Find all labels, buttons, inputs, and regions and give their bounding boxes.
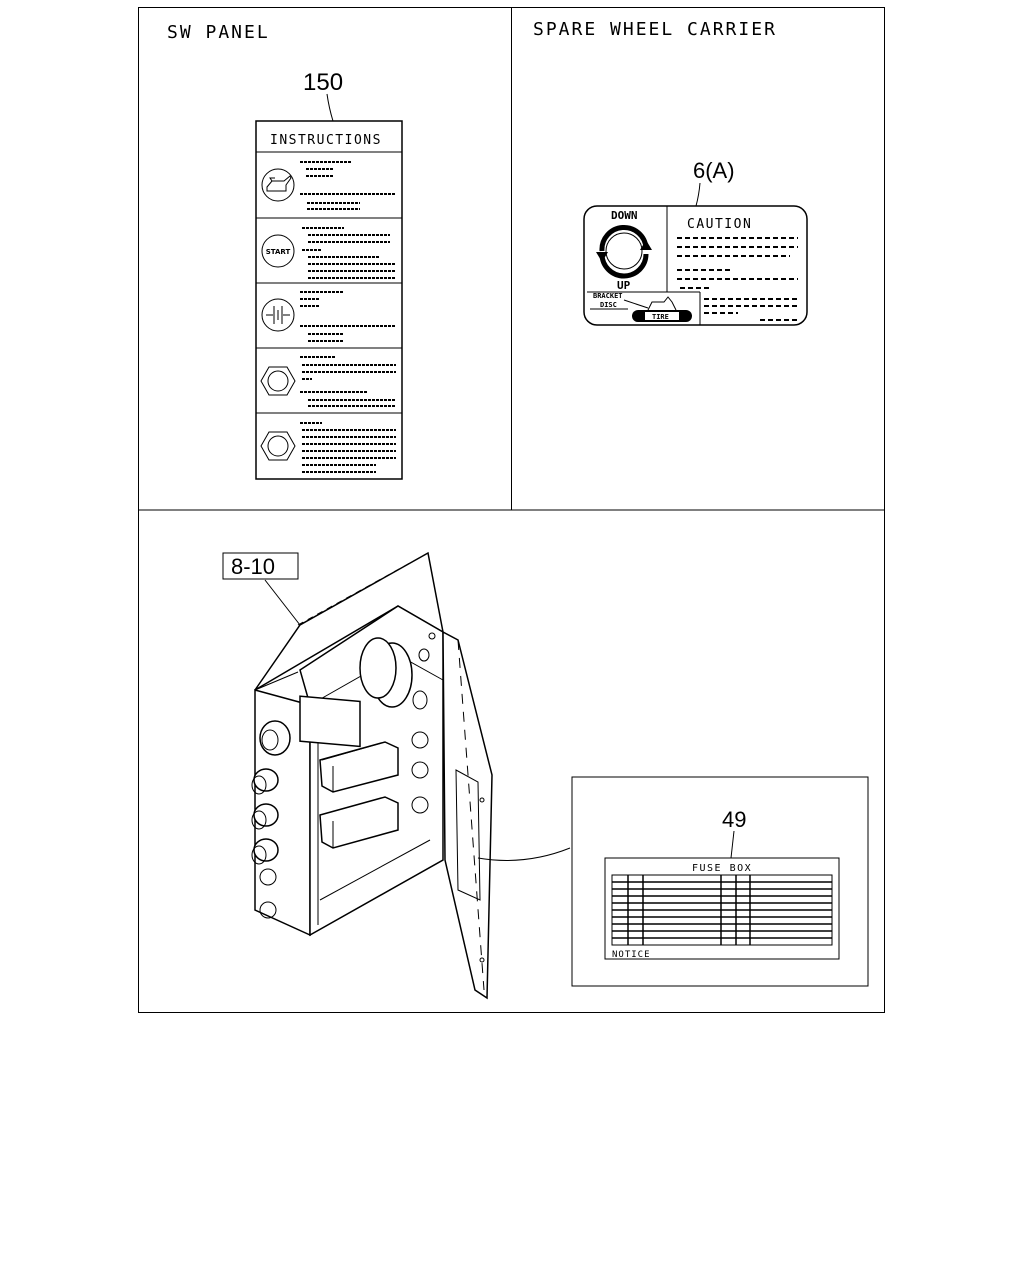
callout-6a: 6(A) [693,158,735,183]
tire-diagram-icon: TIRE [632,296,692,322]
battery-icon [261,298,295,332]
svg-text:TIRE: TIRE [652,313,669,321]
spare-wheel-carrier-section: SPARE WHEEL CARRIER 6(A) DOWN UP CAUTION [533,19,808,326]
leader-line [730,830,735,859]
down-text: DOWN [611,209,638,222]
callout-8-10: 8-10 [231,554,275,579]
frame [138,7,885,1013]
hex-nut-icon [260,431,296,461]
sw-panel-section: SW PANEL 150 INSTRUCTIONS [167,22,403,480]
leader-line [264,579,301,626]
fuse-table [611,874,833,946]
hex-nut-icon [260,366,296,396]
caution-body-text [677,237,800,321]
fuse-box-label [604,857,840,960]
callout-49: 49 [722,807,746,832]
leader-line [695,182,701,207]
sw-panel-title: SW PANEL [167,22,270,43]
start-button-icon: START [261,234,295,268]
fuse-box-title: FUSE BOX [692,863,752,874]
svg-text:START: START [266,248,291,256]
instructions-label: INSTRUCTIONS [255,120,403,480]
rotation-arrows-icon [596,225,652,279]
fuse-box-detail-inset: 49 FUSE BOX NOTICE [571,776,869,987]
caution-label: DOWN UP CAUTION BRA [583,205,808,326]
caution-text: CAUTION [687,217,752,232]
callout-box [222,552,299,580]
bracket-text: BRACKET [593,292,623,300]
fuse-box-isometric [251,551,571,1000]
instructions-header: INSTRUCTIONS [270,133,382,148]
callout-150: 150 [303,69,343,96]
leader-line [326,93,334,122]
up-text: UP [617,279,631,292]
oil-can-icon [261,168,295,202]
fuse-box-section: 8-10 [222,551,869,1000]
disc-text: DISC [600,301,617,309]
notice-text: NOTICE [612,950,651,960]
spare-wheel-carrier-title: SPARE WHEEL CARRIER [533,19,777,40]
